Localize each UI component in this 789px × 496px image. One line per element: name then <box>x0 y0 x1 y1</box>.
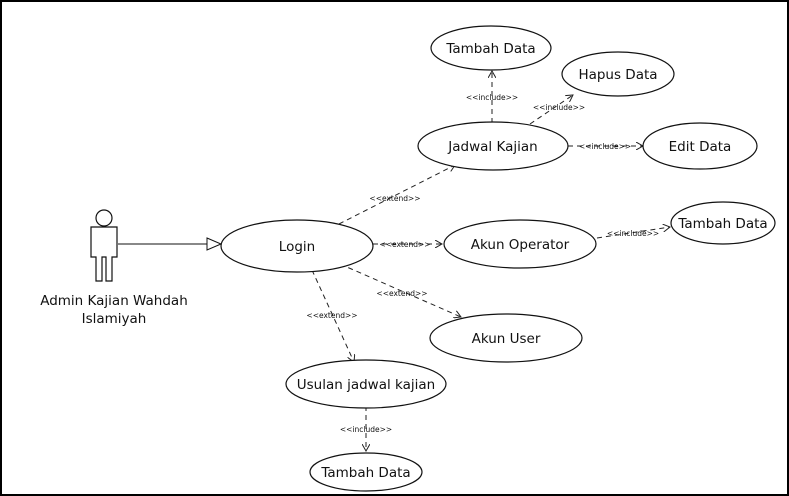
use-case-edit-data <box>642 122 758 170</box>
use-case-akun-user <box>429 313 583 363</box>
use-case-label-edit-data: Edit Data <box>669 139 732 155</box>
label-login-operator: <<extend>> <box>379 240 430 249</box>
label-usulan-tambah: <<include>> <box>340 425 392 434</box>
label-jadwal-edit: <<include>> <box>579 142 631 151</box>
use-case-tambah-data-bottom <box>309 452 423 492</box>
use-case-label-akun-user: Akun User <box>472 331 541 347</box>
use-case-tambah-data-top <box>430 25 552 71</box>
use-case-label-tambah-data-top: Tambah Data <box>445 41 535 57</box>
use-case-hapus-data <box>561 51 675 97</box>
edge-login-usulan <box>311 269 354 362</box>
use-case-akun-operator <box>443 219 597 269</box>
label-login-usulan: <<extend>> <box>306 311 357 320</box>
use-case-label-login: Login <box>279 239 315 255</box>
actor-label-line1: Admin Kajian Wahdah <box>40 293 188 309</box>
use-case-label-tambah-data-bottom: Tambah Data <box>320 465 410 481</box>
use-case-usulan-jadwal-kajian <box>285 359 447 409</box>
edge-login-jadwal <box>338 165 455 225</box>
label-operator-tambah: <<include>> <box>607 229 659 238</box>
use-case-label-akun-operator: Akun Operator <box>471 237 570 253</box>
use-case-jadwal-kajian <box>417 121 569 171</box>
use-case-label-tambah-data-right: Tambah Data <box>677 216 767 232</box>
use-case-label-usulan-jadwal-kajian: Usulan jadwal kajian <box>297 377 435 393</box>
edge-operator-tambah <box>596 227 670 239</box>
use-case-label-hapus-data: Hapus Data <box>578 67 657 83</box>
association-actor-login <box>118 237 223 251</box>
actor-head <box>95 209 113 227</box>
actor-body <box>90 226 118 282</box>
use-case-login <box>220 219 374 273</box>
use-case-label-jadwal-kajian: Jadwal Kajian <box>447 139 537 155</box>
label-login-jadwal: <<extend>> <box>369 194 420 203</box>
label-login-user: <<extend>> <box>376 289 427 298</box>
actor-label-line2: Islamiyah <box>82 311 147 327</box>
edge-login-user <box>339 263 461 317</box>
use-case-tambah-data-right <box>670 201 776 245</box>
label-jadwal-hapus: <<include>> <box>533 103 585 112</box>
label-jadwal-tambah: <<include>> <box>466 93 518 102</box>
actor-admin <box>90 209 118 282</box>
